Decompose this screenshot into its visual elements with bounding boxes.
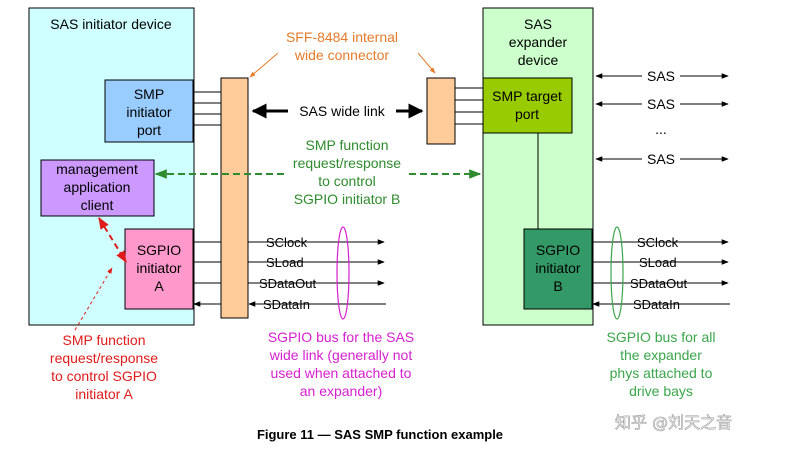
sgpio-bus-exp-label-line1: SGPIO bus for all <box>607 329 716 345</box>
sgpio-a-line3: A <box>154 278 164 294</box>
initiator-connector-strip <box>220 77 249 319</box>
expander-phy-sas-3: SAS <box>647 151 675 167</box>
wide-link-label-bg <box>288 102 396 120</box>
sgpio-bus-exp-label-line3: phys attached to <box>610 365 713 381</box>
connector-pointer-right <box>417 52 436 74</box>
connector-pointer-left <box>249 52 279 78</box>
expander-port-phy-lines <box>455 87 483 125</box>
initiator-port-phy-lines <box>193 91 221 126</box>
mgmt-client-line1: management <box>56 161 138 177</box>
smp-a-label-line3: to control SGPIO <box>51 368 157 384</box>
sgpio-bus-sas-label-line2: wide link (generally not <box>269 347 413 363</box>
sgpio-b-line2: initiator <box>535 260 580 276</box>
expander-phy-sas-1: SAS <box>647 68 675 84</box>
smp-initiator-port-line2: initiator <box>126 104 171 120</box>
sgpio-b-line3: B <box>553 278 562 294</box>
smp-b-label-line4: SGPIO initiator B <box>294 191 401 207</box>
wide-link-label: SAS wide link <box>299 103 386 119</box>
expander-phy-ellipsis: ... <box>655 121 667 137</box>
smp-a-label-line1: SMP function <box>62 332 145 348</box>
smp-initiator-port-line3: port <box>137 122 161 138</box>
smp-a-pointer <box>74 267 113 331</box>
signal-b-sload: SLoad <box>639 255 677 270</box>
smp-b-label-line2: request/response <box>293 155 401 171</box>
sgpio-bus-exp-label-line4: drive bays <box>629 383 693 399</box>
signal-b-sdataout: SDataOut <box>630 276 687 291</box>
mgmt-client-line2: application <box>64 179 131 195</box>
phy-label-bg-1 <box>642 68 680 84</box>
smp-b-label-line1: SMP function <box>305 137 388 153</box>
connector-label-line2: wide connector <box>294 47 390 63</box>
smp-b-label-line3: to control <box>318 173 376 189</box>
sgpio-b-signal-arrows <box>592 239 730 307</box>
sgpio-bus-exp-label-line2: the expander <box>620 347 702 363</box>
expander-sas-phy-arrows <box>595 73 729 162</box>
sgpio-b-line1: SGPIO <box>536 242 580 258</box>
phy-label-bg-2 <box>642 96 680 112</box>
smp-target-port-box <box>482 77 573 134</box>
watermark-text: 知乎 @刘天之音 <box>615 413 732 432</box>
signal-b-sdatain: SDataIn <box>633 297 680 312</box>
smp-initiator-port-box <box>104 79 194 143</box>
signal-a-sdataout: SDataOut <box>259 276 316 291</box>
mgmt-client-line3: client <box>81 197 114 213</box>
smp-initiator-port-line1: SMP <box>134 86 164 102</box>
sgpio-initiator-b-box <box>523 228 593 310</box>
initiator-device-title: SAS initiator device <box>50 16 172 32</box>
mgmt-client-box <box>40 159 155 217</box>
expander-device-title-line3: device <box>518 52 559 68</box>
sgpio-bus-sas-ellipse <box>336 226 350 320</box>
signal-b-sclock: SClock <box>637 235 679 250</box>
sgpio-initiator-a-box <box>124 228 194 310</box>
sgpio-a-line1: SGPIO <box>137 242 181 258</box>
signal-a-sdatain: SDataIn <box>263 297 310 312</box>
expander-device-title-line1: SAS <box>524 16 552 32</box>
sgpio-bus-sas-label-line3: used when attached to <box>271 365 412 381</box>
sgpio-a-line2: initiator <box>136 260 181 276</box>
sgpio-a-signal-arrows <box>248 239 386 307</box>
smp-target-port-line2: port <box>515 106 539 122</box>
figure-caption: Figure 11 — SAS SMP function example <box>257 427 503 442</box>
connector-label-line1: SFF-8484 internal <box>286 29 398 45</box>
smp-a-label-line2: request/response <box>50 350 158 366</box>
sgpio-a-lines <box>193 241 221 284</box>
smp-a-request-dashed-arrow <box>98 216 127 264</box>
phy-label-bg-3 <box>642 151 680 167</box>
expander-connector-strip <box>426 77 456 145</box>
smp-a-label-line4: initiator A <box>75 386 133 402</box>
sgpio-bus-expander-ellipse <box>610 226 624 320</box>
sgpio-bus-sas-label-line4: an expander) <box>300 383 383 399</box>
expander-phy-sas-2: SAS <box>647 96 675 112</box>
signal-a-sclock: SClock <box>266 235 308 250</box>
signal-a-sload: SLoad <box>266 255 304 270</box>
sgpio-bus-sas-label-line1: SGPIO bus for the SAS <box>268 329 414 345</box>
expander-device-title-line2: expander <box>509 34 568 50</box>
smp-b-label-bg <box>286 140 408 210</box>
watermark: 知乎 @刘天之音 <box>615 413 733 433</box>
smp-target-port-line1: SMP target <box>492 88 562 104</box>
